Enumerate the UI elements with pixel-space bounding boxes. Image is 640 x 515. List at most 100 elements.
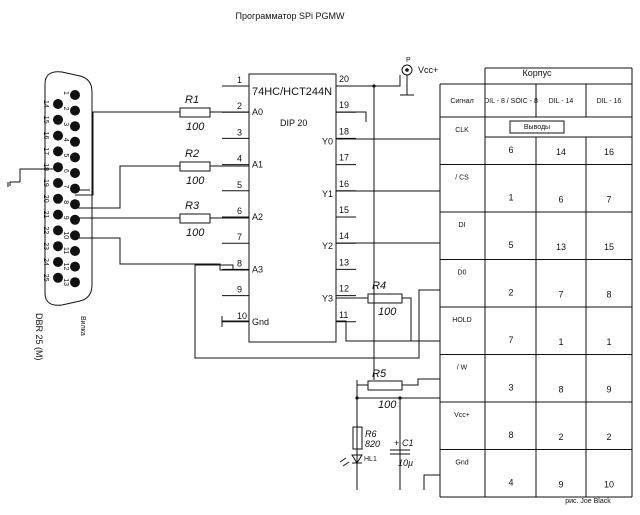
wires-connector-side	[75, 111, 249, 271]
ic-pin-number: 14	[339, 231, 349, 241]
connector-pin-number: 20	[42, 195, 49, 203]
table-pin-cell: 1	[558, 337, 563, 347]
connector-pin-number: 24	[42, 258, 49, 266]
table-signal-cell: / CS	[455, 175, 469, 182]
resistor-r3-ref: R3	[185, 200, 200, 212]
table-pin-cell: 13	[556, 242, 566, 252]
resistor-r2: R2 100	[179, 148, 249, 187]
table-pin-cell: 9	[606, 385, 611, 395]
vcc-label: Vcc+	[418, 65, 438, 75]
vcc-pin-mark: P	[406, 57, 411, 64]
connector-pin-number: 23	[42, 242, 49, 250]
connector-pin-number: 17	[42, 147, 49, 155]
table-signal-cell: Vcc+	[454, 412, 470, 419]
table-signal-cell: CLK	[455, 127, 469, 134]
ic-pin-number: 18	[339, 126, 349, 136]
resistor-r4: R4 100	[367, 280, 403, 318]
led-hl1: HL1	[339, 454, 377, 467]
led-label: HL1	[364, 456, 377, 463]
table-pins-header: Выводы	[524, 124, 550, 131]
figure-credit: рис. Joe Black	[565, 498, 611, 505]
ic-pin-number: 12	[339, 284, 349, 294]
connector-pin	[53, 114, 63, 125]
connector-pin	[53, 146, 63, 157]
ic-pin-number: 3	[237, 127, 242, 137]
ic-pin-number: 2	[237, 101, 242, 111]
table-package-dil14: DIL - 14	[549, 98, 574, 105]
table-pin-cell: 3	[508, 383, 513, 393]
connector-pin	[53, 162, 63, 173]
ic-pin-label: Y2	[322, 241, 333, 251]
table-pin-cell: 7	[508, 335, 513, 345]
ic-pin-number: 4	[237, 154, 242, 164]
ic-pin-label: Gnd	[252, 317, 269, 327]
connector-pin-number: 14	[42, 100, 49, 108]
resistor-r5-ref: R5	[372, 368, 387, 380]
connector-pin	[70, 199, 80, 210]
table-signal-cell: HOLD	[452, 317, 471, 324]
connector-pin-number: 25	[42, 274, 49, 282]
connector-shell	[44, 71, 93, 306]
table-pin-cell: 2	[558, 432, 563, 442]
connector-pin-number: 8	[62, 200, 69, 204]
table-pin-cell: 7	[558, 290, 563, 300]
connector-pin-number: 13	[62, 278, 69, 286]
ground-symbol-connector	[7, 168, 58, 187]
led-icon	[351, 454, 363, 464]
connector-pin-number: 19	[42, 179, 49, 187]
connector-pin-number: 3	[62, 122, 69, 126]
connector-pin-number: 9	[62, 216, 69, 220]
vcc-terminal: P Vcc+	[400, 57, 438, 96]
resistor-r6: R6 820	[352, 426, 380, 450]
ic-pin-number: 6	[237, 206, 242, 216]
table-signal-cell: D0	[458, 270, 467, 277]
connector-pin	[53, 193, 63, 204]
connector-pin	[70, 152, 80, 163]
connector-pin	[70, 168, 80, 178]
connector-pin	[70, 230, 80, 241]
pinout-table: Корпус Сигнал DIL - 8 / SOIC - 8 DIL - 1…	[439, 67, 633, 498]
connector-pin	[53, 178, 63, 188]
connector-pin-number: 10	[62, 231, 69, 239]
table-package-dil16: DIL - 16	[597, 98, 622, 105]
connector-type-label: Вилка	[79, 316, 86, 336]
table-pin-cell: 1	[606, 337, 611, 347]
resistor-r2-ref: R2	[185, 148, 199, 160]
ic-package: DIP 20	[280, 118, 307, 128]
connector-pin	[53, 130, 63, 141]
connector-pin-number: 12	[62, 263, 69, 271]
resistor-r3-value: 100	[186, 227, 205, 239]
capacitor-c1: + C1 10µ	[390, 438, 414, 468]
resistor-r2-value: 100	[186, 175, 205, 187]
table-pin-cell: 9	[558, 480, 563, 490]
ic-pin-number: 11	[339, 310, 348, 320]
ic-pin-label: Y0	[322, 136, 333, 146]
table-pin-cell: 7	[606, 195, 611, 205]
table-package-dil8: DIL - 8 / SOIC - 8	[484, 98, 538, 105]
table-pin-cell: 6	[558, 195, 563, 205]
resistor-r1-ref: R1	[185, 94, 199, 106]
ic-pin-label: A3	[252, 264, 263, 274]
connector-pin-number: 16	[42, 132, 49, 140]
ic-pin-number: 17	[339, 153, 349, 163]
resistor-r4-value: 100	[378, 306, 397, 318]
table-signal-cell: Gnd	[455, 460, 468, 467]
ic-pin-number: 10	[237, 311, 247, 321]
ic-body	[248, 73, 337, 343]
connector-pin	[53, 225, 63, 236]
ic-pin-number: 20	[339, 74, 349, 84]
resistor-r5-value: 100	[378, 399, 397, 411]
connector-pin-number: 11	[62, 247, 69, 254]
resistor-r1-value: 100	[186, 121, 205, 133]
ic-pin-number: 19	[339, 100, 349, 110]
ic-pin-label: Y3	[322, 294, 333, 304]
table-pin-cell: 8	[558, 385, 563, 395]
resistor-r6-value: 820	[365, 439, 380, 449]
connector-pin-number: 15	[42, 116, 49, 124]
